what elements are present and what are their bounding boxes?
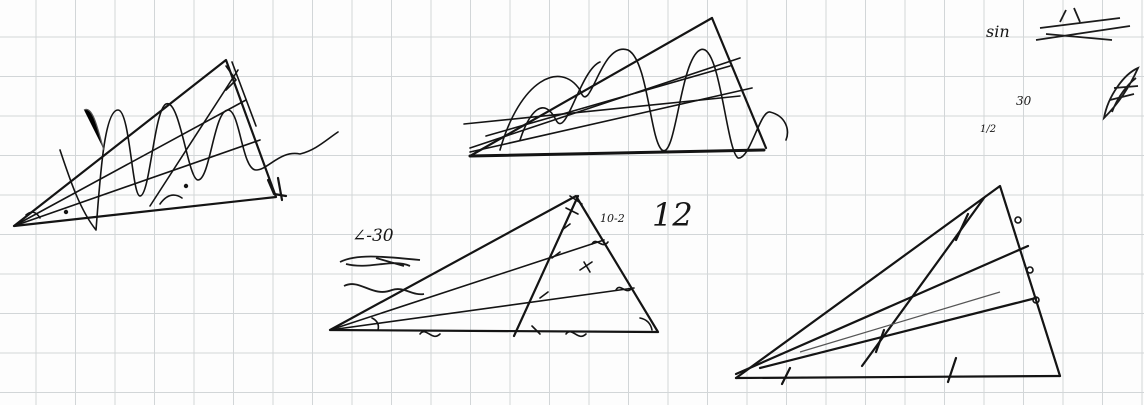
scribble-right-side: [710, 16, 768, 150]
center-triangle-outline: [328, 194, 660, 334]
cevian-ticks: [539, 223, 571, 299]
sketch-top-right-notes: [1035, 7, 1140, 121]
scribble-wave-2: [519, 61, 601, 141]
crossed-sin-scribble: [1035, 7, 1131, 41]
crossed-note-1: [339, 255, 421, 267]
scribble-line-3: [463, 95, 741, 125]
label-four-glyph: [266, 176, 288, 202]
sketch-right-triangle: [734, 184, 1062, 386]
side-mark-2: [1026, 266, 1034, 274]
note-sin: sin: [986, 22, 1010, 41]
faint-ray: [799, 291, 1001, 353]
center-ray-upper: [329, 239, 605, 331]
small-angle-mark: [579, 261, 593, 273]
scribble-base: [468, 148, 766, 158]
note-angle-30: ∠-30: [352, 226, 394, 246]
sketch-top-scribble: [463, 16, 789, 159]
inner-short-line: [231, 61, 257, 127]
trisector-line-upper: [13, 99, 247, 227]
scribble-wave: [499, 48, 789, 159]
inner-transversal: [149, 69, 239, 207]
tick-mark-base: [531, 325, 541, 335]
right-ray-upper: [734, 244, 1030, 376]
side-mark-1: [1014, 216, 1022, 224]
scribble-line-1: [469, 87, 753, 153]
note-twelve: 12: [652, 196, 693, 234]
triangle-outline: [12, 58, 278, 228]
right-angle-arc: [639, 317, 653, 331]
blob-scribble: [1102, 66, 1140, 121]
center-ray-lower: [329, 287, 635, 331]
right-triangle-outline: [734, 184, 1062, 380]
center-cevian: [512, 194, 580, 338]
vertex-marks: [225, 65, 237, 91]
angle-arc-2: [159, 194, 183, 205]
sketch-center-triangle: [328, 194, 660, 338]
angle-arc: [25, 211, 41, 219]
wavy-overlay-line: [59, 103, 339, 231]
right-triangle-base: [734, 374, 1062, 380]
angle-dot-right: [183, 183, 189, 189]
tick-marks: [780, 212, 970, 386]
angle-dot-left: [63, 209, 69, 215]
note-thirty: 30: [1016, 94, 1032, 108]
scribble-hypotenuse: [468, 16, 714, 158]
faint-stroke: [83, 108, 105, 151]
tilde-mark-1: [419, 330, 441, 338]
tilde-mark-2: [565, 330, 587, 338]
top-ticks: [565, 195, 583, 215]
trisector-line-lower: [13, 139, 261, 227]
crossed-note-2: [343, 283, 425, 296]
right-ray-lower: [758, 296, 1038, 370]
center-angle-arc: [371, 317, 380, 331]
side-squiggles: [591, 240, 633, 292]
note-ten-two: 10-2: [600, 212, 625, 225]
note-half: 1/2: [980, 124, 997, 135]
scribble-line-2: [469, 57, 741, 149]
sketch-left-triangle: [12, 58, 339, 231]
side-mark-3: [1032, 296, 1040, 304]
